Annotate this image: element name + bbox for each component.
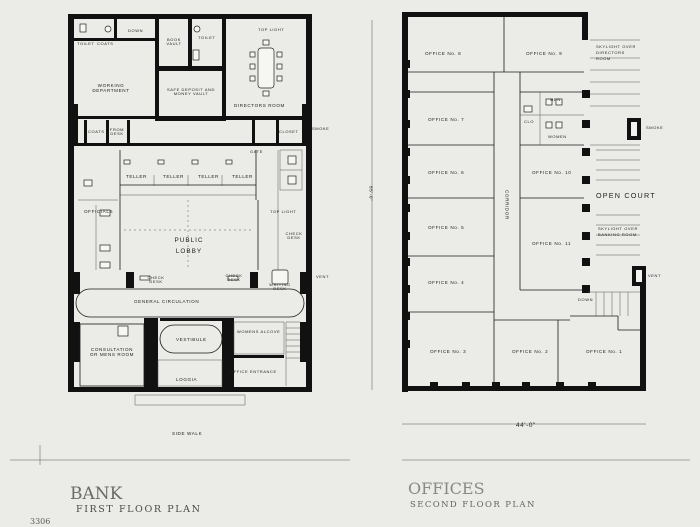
room-label-office-entrance: OFFICE ENTRANCE bbox=[230, 369, 277, 374]
bank-subtitle: FIRST FLOOR PLAN bbox=[76, 504, 202, 515]
room-label-womens-alcove: WOMENS ALCOVE bbox=[237, 329, 281, 334]
room-label-toilet: TOILET bbox=[77, 41, 95, 46]
room-label-office-5: OFFICE No. 5 bbox=[428, 225, 465, 230]
bank-first-floor-walls bbox=[68, 14, 312, 392]
room-label-corridor: CORRIDOR bbox=[504, 190, 510, 220]
room-label-closet: CLOSET bbox=[279, 129, 299, 134]
bank-title: BANK bbox=[70, 484, 123, 504]
room-label-clo: CLO bbox=[524, 119, 535, 124]
offices-interior-lines bbox=[371, 17, 690, 461]
room-label-loggia: LOGGIA bbox=[176, 377, 198, 382]
room-label-smoke: SMOKE bbox=[312, 126, 330, 131]
room-label-general-circulation: GENERAL CIRCULATION bbox=[134, 299, 200, 304]
room-label-office-10: OFFICE No. 10 bbox=[532, 170, 572, 175]
room-label-public-lobby: PUBLIC LOBBY bbox=[174, 237, 204, 255]
offices-subtitle: SECOND FLOOR PLAN bbox=[410, 500, 536, 510]
room-label-office-11: OFFICE No. 11 bbox=[532, 241, 572, 246]
room-label-coats-2: COATS bbox=[88, 129, 105, 134]
room-label-teller-1: TELLER bbox=[126, 174, 147, 179]
room-label-writing-desk: WRITING DESK bbox=[269, 282, 291, 291]
room-label-men: MEN bbox=[550, 97, 561, 102]
room-label-top-light: TOP LIGHT bbox=[258, 27, 285, 32]
room-label-open-court: OPEN COURT bbox=[596, 191, 656, 200]
room-label-teller-2: TELLER bbox=[163, 174, 184, 179]
room-label-book-vault: BOOK VAULT bbox=[166, 37, 182, 46]
room-label-toilet-2: TOILET bbox=[198, 35, 216, 40]
room-label-smoke-2: SMOKE bbox=[646, 125, 664, 130]
dimension-width: 44'-0" bbox=[516, 422, 536, 429]
room-label-officials: OFFICIALS bbox=[84, 209, 114, 214]
room-label-check-desk-3: CHECK DESK bbox=[225, 273, 243, 282]
room-label-check-desk-1: CHECK DESK bbox=[285, 231, 303, 240]
bank-interior-lines bbox=[10, 149, 350, 465]
bank-fixtures bbox=[79, 23, 297, 337]
room-label-teller-3: TELLER bbox=[198, 174, 219, 179]
room-label-teller-4: TELLER bbox=[232, 174, 253, 179]
room-label-vestibule: VESTIBULE bbox=[176, 337, 207, 342]
room-label-office-7: OFFICE No. 7 bbox=[428, 117, 465, 122]
dimension-depth: 85'-0" bbox=[368, 186, 374, 202]
room-label-from-desk: FROM DESK bbox=[109, 127, 125, 136]
room-label-top-light-2: TOP LIGHT bbox=[270, 209, 297, 214]
directors-table bbox=[249, 39, 283, 97]
room-label-office-8: OFFICE No. 8 bbox=[425, 51, 462, 56]
room-label-office-3: OFFICE No. 3 bbox=[430, 349, 467, 354]
room-label-office-1: OFFICE No. 1 bbox=[586, 349, 623, 354]
room-label-office-9: OFFICE No. 9 bbox=[526, 51, 563, 56]
room-label-office-2: OFFICE No. 2 bbox=[512, 349, 549, 354]
room-label-down: DOWN bbox=[128, 28, 144, 33]
catalog-number: 3306 bbox=[30, 517, 51, 526]
room-label-safe-deposit: SAFE DEPOSIT AND MONEY VAULT bbox=[167, 87, 215, 96]
label-side-walk: SIDE WALK bbox=[172, 431, 203, 436]
room-label-coats: COATS bbox=[97, 41, 114, 46]
room-label-check-desk-2: CHECK DESK bbox=[147, 275, 165, 284]
room-label-office-4: OFFICE No. 4 bbox=[428, 280, 465, 285]
room-label-gate: GATE bbox=[250, 149, 263, 154]
room-label-vent-2: VENT bbox=[648, 273, 662, 278]
room-label-directors-room: DIRECTORS ROOM bbox=[234, 103, 285, 108]
room-label-working-department: WORKING DEPARTMENT bbox=[92, 83, 130, 93]
room-label-skylight-banking: SKYLIGHT OVER BANKING ROOM bbox=[598, 226, 638, 237]
room-label-consultation: CONSULTATION OR MENS ROOM bbox=[89, 347, 135, 357]
room-label-skylight-directors: SKYLIGHT OVER DIRECTORS ROOM bbox=[596, 44, 636, 61]
offices-second-floor-walls bbox=[402, 12, 646, 392]
room-label-down-2: DOWN bbox=[578, 297, 594, 302]
offices-title: OFFICES bbox=[408, 479, 485, 498]
room-label-vent: VENT bbox=[316, 274, 330, 279]
room-label-women: WOMEN bbox=[548, 134, 567, 139]
room-label-office-6: OFFICE No. 6 bbox=[428, 170, 465, 175]
